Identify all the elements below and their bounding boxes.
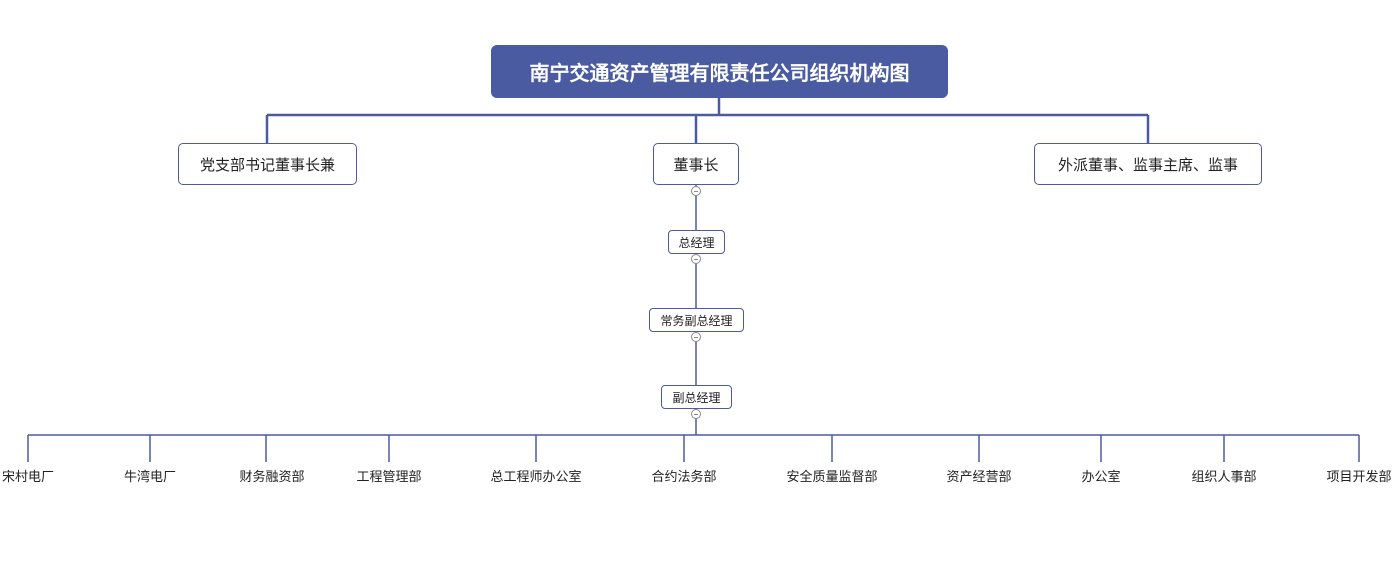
node-executive-deputy-gm: 常务副总经理 <box>649 308 744 332</box>
collapse-toggle-chairman[interactable] <box>691 186 701 196</box>
dept-office: 办公室 <box>1081 470 1121 485</box>
collapse-toggle-deputy-gm[interactable] <box>691 409 701 419</box>
dept-organization-hr: 组织人事部 <box>1191 470 1257 485</box>
dept-engineering-management: 工程管理部 <box>356 470 422 485</box>
dept-songcun-power-plant: 宋村电厂 <box>1 470 55 485</box>
dept-project-development: 项目开发部 <box>1326 470 1392 485</box>
node-party-secretary: 党支部书记董事长兼 <box>178 143 357 185</box>
dept-finance: 财务融资部 <box>239 470 305 485</box>
dept-safety-quality: 安全质量监督部 <box>786 470 878 485</box>
dept-chief-engineer-office: 总工程师办公室 <box>490 470 582 485</box>
node-chairman: 董事长 <box>653 143 739 185</box>
node-general-manager: 总经理 <box>668 230 725 254</box>
collapse-toggle-general-manager[interactable] <box>691 254 701 264</box>
dept-niuwan-power-plant: 牛湾电厂 <box>123 470 177 485</box>
collapse-toggle-executive-deputy-gm[interactable] <box>691 332 701 342</box>
node-deputy-gm: 副总经理 <box>661 385 732 409</box>
dept-contract-legal: 合约法务部 <box>651 470 717 485</box>
node-external-directors: 外派董事、监事主席、监事 <box>1034 143 1262 185</box>
dept-asset-operation: 资产经营部 <box>946 470 1012 485</box>
root-node-title: 南宁交通资产管理有限责任公司组织机构图 <box>491 45 948 98</box>
